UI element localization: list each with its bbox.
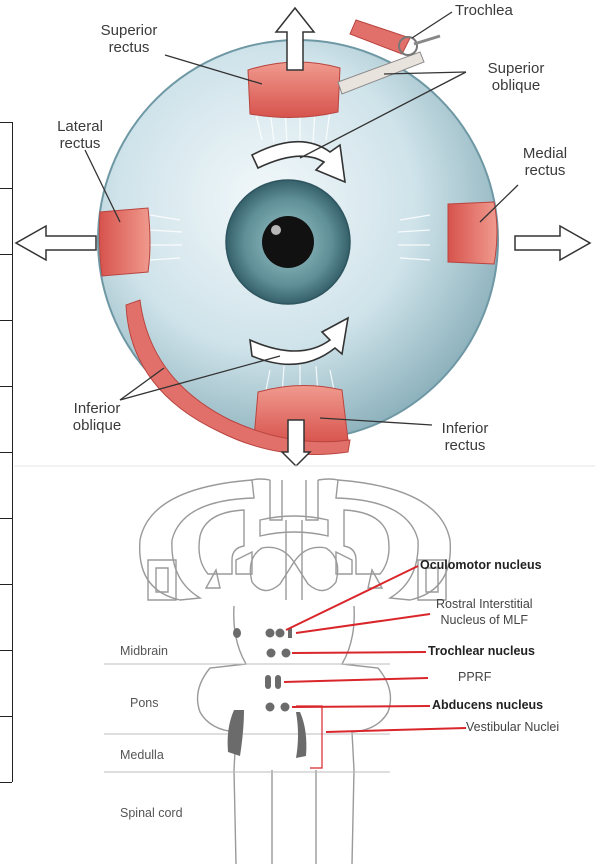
medial-rectus-muscle [448, 202, 497, 264]
abducens-nucleus-label: Abducens nucleus [432, 698, 543, 712]
pupil-highlight [271, 225, 281, 235]
oculomotor-nucleus-label: Oculomotor nucleus [420, 558, 542, 572]
right-arrow [515, 226, 590, 260]
midbrain-label: Midbrain [120, 644, 168, 658]
trochlea-label: Trochlea [455, 2, 513, 19]
lateral-rectus-muscle [99, 208, 150, 276]
trochlear-nucleus-label: Trochlear nucleus [428, 644, 535, 658]
left-arrow [16, 226, 96, 260]
pons-label: Pons [130, 696, 159, 710]
brainstem-outline [140, 479, 451, 864]
medulla-label: Medulla [120, 748, 164, 762]
nuclei-dots [228, 628, 307, 758]
pprf-label: PPRF [458, 670, 491, 684]
vestibular-nuclei-label: Vestibular Nuclei [466, 720, 559, 734]
pupil [262, 216, 314, 268]
spinal-cord-label: Spinal cord [120, 806, 183, 820]
